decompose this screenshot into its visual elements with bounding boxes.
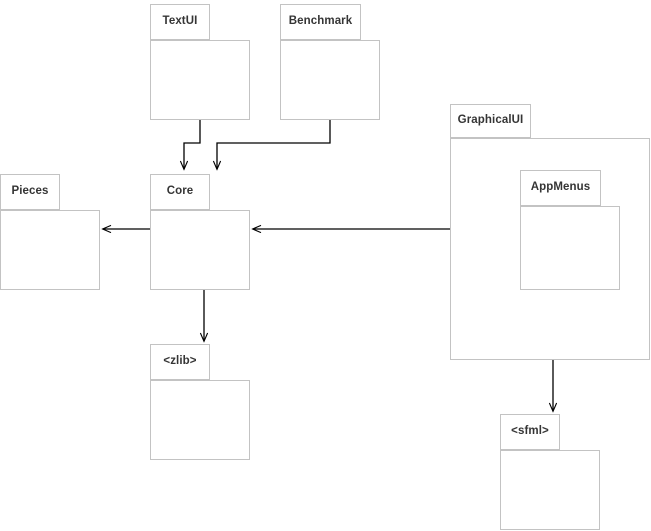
package-tab-zlib[interactable]: <zlib> xyxy=(150,344,210,380)
package-body-zlib[interactable] xyxy=(150,380,250,460)
package-label-textui: TextUI xyxy=(162,15,198,28)
package-label-core: Core xyxy=(166,185,194,198)
edge-benchmark-to-core xyxy=(217,120,331,169)
package-label-sfml: <sfml> xyxy=(511,425,549,438)
package-tab-core[interactable]: Core xyxy=(150,174,210,210)
package-tab-appmenus[interactable]: AppMenus xyxy=(520,170,601,206)
package-body-benchmark[interactable] xyxy=(280,40,380,120)
edge-textui-to-core xyxy=(184,120,201,169)
package-body-textui[interactable] xyxy=(150,40,250,120)
package-body-sfml[interactable] xyxy=(500,450,600,530)
package-tab-pieces[interactable]: Pieces xyxy=(0,174,60,210)
package-label-pieces: Pieces xyxy=(11,185,49,198)
package-tab-sfml[interactable]: <sfml> xyxy=(500,414,560,450)
package-label-zlib: <zlib> xyxy=(163,355,197,368)
package-label-appmenus: AppMenus xyxy=(530,181,591,194)
package-body-core[interactable] xyxy=(150,210,250,290)
package-label-benchmark: Benchmark xyxy=(288,15,353,28)
package-tab-graphicalui[interactable]: GraphicalUI xyxy=(450,104,531,138)
package-label-graphicalui: GraphicalUI xyxy=(457,114,524,127)
package-tab-benchmark[interactable]: Benchmark xyxy=(280,4,361,40)
package-body-pieces[interactable] xyxy=(0,210,100,290)
package-tab-textui[interactable]: TextUI xyxy=(150,4,210,40)
package-body-appmenus[interactable] xyxy=(520,206,620,290)
